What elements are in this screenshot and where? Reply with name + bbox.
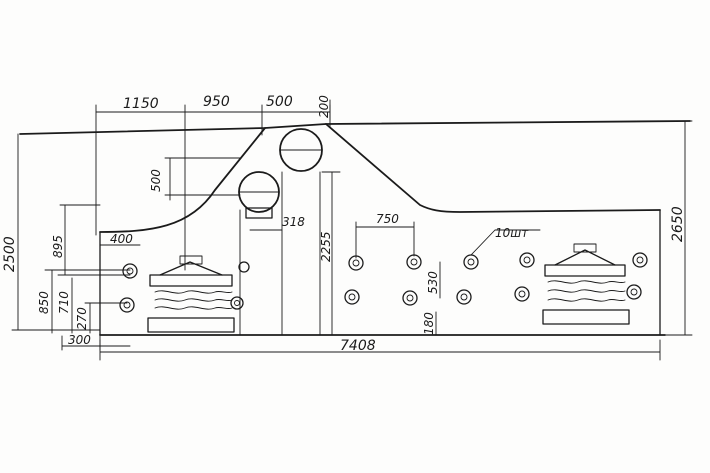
bolt-icon (402, 290, 418, 306)
dim-400: 400 (110, 232, 133, 246)
dim-270: 270 (75, 307, 89, 330)
left-spring-coil-2 (154, 298, 233, 302)
ball-mount (245, 207, 273, 219)
dim-500-left-line (164, 157, 241, 201)
dim-270-line (84, 302, 128, 334)
bolt-icon (514, 286, 530, 302)
bolt-icon (344, 289, 360, 305)
top-boundary-line (19, 120, 691, 135)
dim-950: 950 (203, 94, 230, 110)
dimension-lines (11, 99, 693, 361)
dim-2500-line (11, 133, 101, 331)
dim-2500: 2500 (2, 236, 18, 272)
left-top-plate (149, 274, 233, 287)
left-slope-line (99, 127, 266, 233)
right-top-plate (544, 264, 626, 277)
dim-2255: 2255 (319, 231, 333, 262)
dim-2650: 2650 (670, 206, 686, 242)
right-spring-coil-1 (547, 280, 626, 284)
bolt-icon (119, 297, 135, 313)
left-spring-coil-1 (154, 290, 233, 294)
bolt-icon (456, 289, 472, 305)
center-housing (239, 171, 321, 336)
right-base-plate (542, 309, 630, 325)
bolt-icon (406, 254, 422, 270)
machine-contour (19, 120, 691, 336)
left-base-plate (147, 317, 235, 333)
bolt-icon (122, 263, 138, 279)
bolt-icon (632, 252, 648, 268)
dim-7408: 7408 (340, 338, 376, 354)
dim-750: 750 (376, 212, 399, 226)
dim-850: 850 (37, 291, 51, 314)
dim-500-top: 500 (266, 94, 293, 110)
bolt-icon (230, 296, 244, 310)
left-spring-coil-3 (154, 306, 233, 310)
left-cap-block (179, 255, 203, 265)
right-spring-coil-3 (547, 298, 626, 302)
dim-300: 300 (68, 333, 91, 347)
right-spring-support (542, 243, 630, 325)
dim-7408-line (99, 339, 661, 361)
right-slope-line (325, 123, 661, 213)
right-top-cap (554, 249, 616, 266)
left-top-cap (159, 261, 223, 276)
dim-1150: 1150 (123, 96, 159, 112)
dim-750-line (355, 221, 415, 259)
left-spring-support (147, 255, 235, 333)
dim-850-line (44, 269, 131, 334)
bolt-icon (238, 261, 250, 273)
bolt-symbols (119, 252, 648, 313)
annotation-10pcs: 10шт (495, 226, 529, 240)
dim-2650-line (659, 120, 693, 336)
right-spring-coil-2 (547, 289, 626, 293)
dim-180: 180 (422, 312, 436, 335)
dim-530: 530 (426, 271, 440, 294)
bolt-icon (626, 284, 642, 300)
dim-895: 895 (51, 235, 65, 258)
bolt-icon (519, 252, 535, 268)
drive-unit (238, 128, 323, 219)
dimension-labels: 1150 950 500 200 500 318 2255 750 10шт 5… (2, 94, 686, 354)
dim-2255-line (321, 171, 341, 336)
dim-710: 710 (57, 291, 71, 314)
dim-500-left: 500 (149, 169, 163, 192)
dim-895-line (57, 204, 131, 276)
bolt-icon (463, 254, 479, 270)
dim-200: 200 (317, 95, 331, 118)
right-cap-block (573, 243, 597, 253)
dim-318: 318 (282, 215, 305, 229)
leader-10pcs (470, 229, 541, 256)
top-extension-lines (95, 104, 331, 271)
